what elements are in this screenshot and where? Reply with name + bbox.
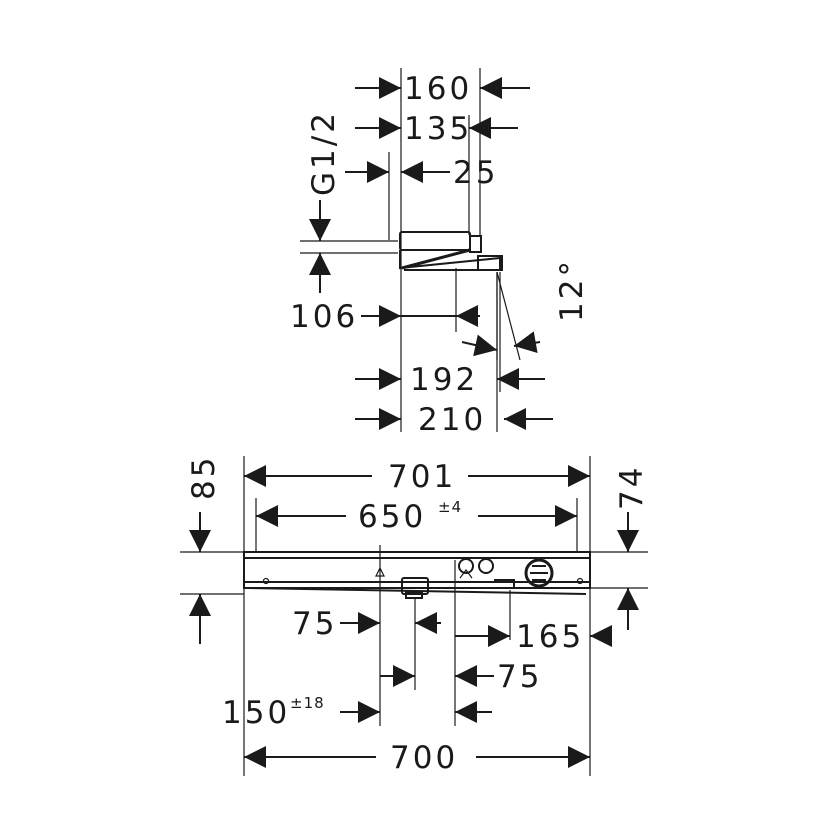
dim-165-label: 165 <box>516 619 584 655</box>
dim-210-label: 210 <box>418 402 486 438</box>
dim-85: 85 <box>186 455 222 644</box>
dim-75-right-label: 75 <box>497 659 542 695</box>
dim-106-label: 106 <box>290 299 358 335</box>
selector-knob-2 <box>478 558 494 574</box>
dim-150: 150 ±18 <box>222 694 492 731</box>
dim-210: 210 <box>355 402 553 438</box>
dim-135: 135 <box>355 111 518 147</box>
dim-135-label: 135 <box>404 111 472 147</box>
dim-74: 74 <box>614 465 650 630</box>
dim-165: 165 <box>455 619 612 655</box>
dim-g12: G1/2 <box>306 110 342 293</box>
side-view: 160 135 25 G1/2 <box>290 68 590 438</box>
dim-75-right: 75 <box>380 659 542 695</box>
dim-150-tolerance: ±18 <box>290 694 325 712</box>
dim-701-label: 701 <box>388 459 456 495</box>
dim-700: 700 <box>244 740 590 776</box>
dim-650-tolerance: ±4 <box>438 498 462 516</box>
dim-650: 650 ±4 <box>256 498 577 535</box>
dim-150-label: 150 <box>222 695 290 731</box>
dim-75-left: 75 <box>292 606 441 642</box>
dim-25-label: 25 <box>453 155 498 191</box>
dim-650-label: 650 <box>358 499 426 535</box>
thermostat-knob <box>524 558 554 588</box>
dim-160-label: 160 <box>404 71 472 107</box>
selector-knob-1 <box>458 558 474 574</box>
thermostat-bar <box>243 551 591 599</box>
dim-12deg: 12° <box>461 258 590 361</box>
dim-85-label: 85 <box>186 455 222 500</box>
front-view: 701 650 ±4 85 74 <box>180 455 650 776</box>
dim-192: 192 <box>355 362 545 398</box>
dim-12deg-label: 12° <box>554 258 590 322</box>
dim-75-left-label: 75 <box>292 606 337 642</box>
dim-25: 25 <box>345 155 498 191</box>
dim-192-label: 192 <box>410 362 478 398</box>
dim-g12-label: G1/2 <box>306 110 342 196</box>
spout-body <box>399 231 503 271</box>
dim-74-label: 74 <box>614 465 650 510</box>
dim-701: 701 <box>244 459 590 495</box>
dim-106: 106 <box>290 299 480 335</box>
dim-700-label: 700 <box>390 740 458 776</box>
spout-outlet <box>401 577 429 595</box>
dim-160: 160 <box>355 71 530 107</box>
